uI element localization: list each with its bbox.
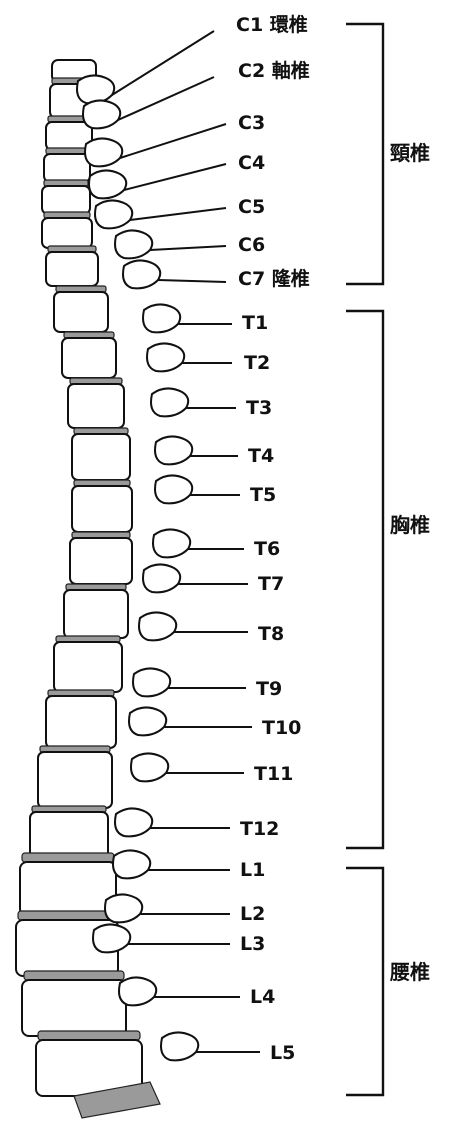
vertebral-body-t7 xyxy=(64,590,128,638)
bracket-thoracic xyxy=(346,311,383,848)
vertebral-body-t9 xyxy=(46,696,116,748)
process-c4 xyxy=(89,170,126,198)
process-t3 xyxy=(151,388,188,416)
process-c1 xyxy=(77,75,114,103)
vertebral-body-t4 xyxy=(72,434,130,480)
label-l4: L4 xyxy=(250,986,275,1008)
vertebral-body-t10 xyxy=(38,752,112,808)
vertebral-body-c4 xyxy=(44,154,90,182)
vertebral-body-t1 xyxy=(54,292,108,332)
vertebral-body-t3 xyxy=(68,384,124,428)
spine-illustration xyxy=(0,60,198,1124)
vertebral-body-l1b xyxy=(20,862,116,916)
leader-c5 xyxy=(130,208,226,220)
process-t10 xyxy=(129,707,166,735)
label-t1: T1 xyxy=(242,312,268,334)
leader-c7 xyxy=(158,280,226,282)
process-c6 xyxy=(115,230,152,258)
disc-l4b xyxy=(38,1031,140,1040)
disc-l1b xyxy=(22,853,114,862)
group-label-lumbar: 腰椎 xyxy=(389,960,430,984)
label-l1: L1 xyxy=(240,859,265,881)
leader-c2 xyxy=(118,77,214,120)
label-t7: T7 xyxy=(258,573,284,595)
process-c2 xyxy=(83,100,120,128)
label-c7: C7 隆椎 xyxy=(238,267,310,290)
process-t8 xyxy=(139,612,176,640)
group-label-cervical: 頸椎 xyxy=(390,141,430,165)
vertebral-body-t6 xyxy=(70,538,132,584)
bracket-cervical xyxy=(346,24,383,284)
process-t1 xyxy=(143,304,180,332)
process-l5 xyxy=(161,1032,198,1060)
process-t7 xyxy=(143,564,180,592)
leader-c1 xyxy=(112,31,214,95)
label-t4: T4 xyxy=(248,445,274,467)
label-l3: L3 xyxy=(240,933,265,955)
leader-c6 xyxy=(150,246,226,250)
label-c1: C1 環椎 xyxy=(236,13,308,36)
label-l5: L5 xyxy=(270,1042,295,1064)
label-t2: T2 xyxy=(244,352,270,374)
label-c2: C2 軸椎 xyxy=(238,59,310,82)
vertebral-body-t2 xyxy=(62,338,116,378)
group-label-thoracic: 胸椎 xyxy=(390,513,430,537)
leader-c4 xyxy=(124,164,226,190)
vertebral-body-t8 xyxy=(54,642,122,692)
process-t6 xyxy=(153,529,190,557)
bracket-lumbar xyxy=(346,868,383,1095)
process-c3 xyxy=(85,138,122,166)
process-c5 xyxy=(95,200,132,228)
vertebral-body-l3b xyxy=(22,980,126,1036)
label-t12: T12 xyxy=(240,818,279,840)
leader-c3 xyxy=(120,124,226,158)
vertebral-body-c7 xyxy=(46,252,98,286)
process-t9 xyxy=(133,668,170,696)
process-t2 xyxy=(147,343,184,371)
vertebral-body-c5 xyxy=(42,186,90,214)
disc-l3b xyxy=(24,971,124,980)
label-t5: T5 xyxy=(250,484,276,506)
vertebral-body-t5 xyxy=(72,486,132,532)
label-c6: C6 xyxy=(238,234,265,256)
process-t12 xyxy=(115,808,152,836)
label-t8: T8 xyxy=(258,623,284,645)
label-t11: T11 xyxy=(254,763,293,785)
process-t11 xyxy=(131,753,168,781)
label-t10: T10 xyxy=(262,717,301,739)
label-c4: C4 xyxy=(238,152,265,174)
process-c7 xyxy=(123,260,160,288)
disc-l2b xyxy=(18,911,116,920)
label-c3: C3 xyxy=(238,112,265,134)
vertebral-body-c6 xyxy=(42,218,92,248)
label-c5: C5 xyxy=(238,196,265,218)
process-t4 xyxy=(155,436,192,464)
label-t6: T6 xyxy=(254,538,280,560)
label-l2: L2 xyxy=(240,903,265,925)
process-l4 xyxy=(119,977,156,1005)
label-t3: T3 xyxy=(246,397,272,419)
process-t5 xyxy=(155,475,192,503)
label-t9: T9 xyxy=(256,678,282,700)
